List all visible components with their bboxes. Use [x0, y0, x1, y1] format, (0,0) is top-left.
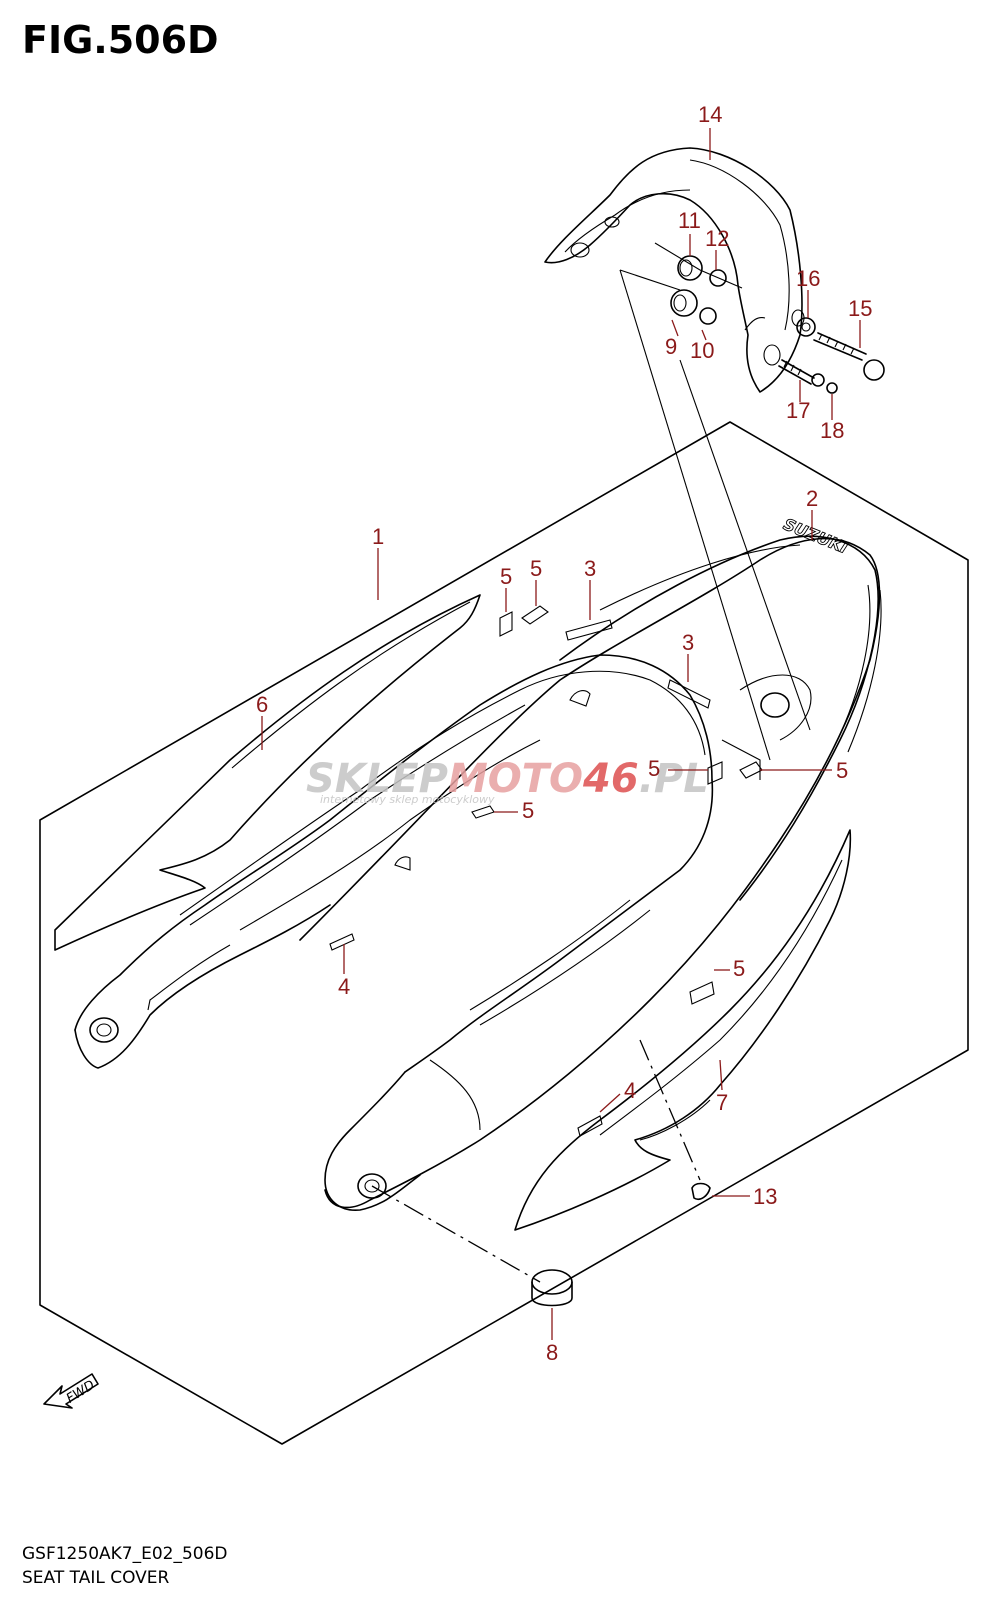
seat-tail-cover-part [74, 537, 881, 1211]
callout-2: 2 [806, 486, 818, 511]
grab-rail-part [544, 147, 805, 393]
tail-cap-part: SUZUKI [559, 514, 882, 901]
callout-4-b: 4 [624, 1078, 636, 1103]
side-cover-left-part [54, 594, 481, 951]
callout-6: 6 [256, 692, 268, 717]
collar-9 [670, 289, 698, 317]
clip-13 [691, 1182, 711, 1201]
figure-title: FIG.506D [22, 18, 219, 62]
callout-15: 15 [848, 296, 872, 321]
collar-10 [699, 307, 717, 325]
guide-line-clip [639, 1039, 701, 1181]
bolt-15 [813, 332, 885, 381]
assembly-boundary [39, 421, 969, 1445]
svg-text:SKLEPMOTO46.PL: SKLEPMOTO46.PL [306, 756, 709, 802]
callout-12: 12 [705, 226, 729, 251]
callout-18: 18 [820, 418, 844, 443]
watermark-part2: MOTO [448, 756, 583, 802]
callout-5-f: 5 [733, 956, 745, 981]
callout-5-d: 5 [836, 758, 848, 783]
guide-line-b [654, 242, 743, 289]
callout-5-a: 5 [500, 564, 512, 589]
collar-12 [709, 269, 727, 287]
label-stickers [329, 605, 763, 1137]
fwd-label: FWD [64, 1378, 98, 1407]
callout-3-b: 3 [682, 630, 694, 655]
callout-17: 17 [786, 398, 810, 423]
callout-8: 8 [546, 1340, 558, 1365]
washer-16 [796, 317, 816, 337]
callout-1: 1 [372, 524, 384, 549]
callout-7: 7 [716, 1090, 728, 1115]
watermark-part4: .PL [639, 756, 709, 802]
callout-13: 13 [753, 1184, 777, 1209]
nut-18 [826, 382, 838, 394]
watermark-tagline: internetowy sklep motocyklowy [320, 793, 495, 806]
leader-lines [261, 128, 861, 1340]
watermark: SKLEPMOTO46.PL internetowy sklep motocyk… [306, 756, 709, 806]
collar-11 [677, 255, 703, 281]
bolt-17 [778, 359, 825, 387]
callout-5-e: 5 [522, 798, 534, 823]
model-code: GSF1250AK7_E02_506D [22, 1544, 228, 1564]
grommet-8 [531, 1269, 573, 1307]
watermark-part3: 46 [582, 756, 639, 802]
callouts: 14 11 12 16 15 9 10 17 18 2 1 5 5 3 3 6 … [256, 102, 872, 1365]
guide-line-grommet [371, 1185, 541, 1283]
callout-10: 10 [690, 338, 714, 363]
callout-11: 11 [678, 208, 701, 233]
callout-16: 16 [796, 266, 820, 291]
guide-line-left [619, 269, 771, 761]
fwd-arrow-icon: FWD [43, 1373, 99, 1409]
callout-9: 9 [665, 334, 677, 359]
callout-4-a: 4 [338, 974, 350, 999]
guide-line-right [679, 359, 811, 731]
callout-14: 14 [698, 102, 722, 127]
brand-logo: SUZUKI [781, 514, 851, 557]
callout-5-b: 5 [530, 556, 542, 581]
side-cover-right-part [514, 829, 852, 1231]
watermark-part1: SKLEP [306, 756, 448, 802]
callout-3-a: 3 [584, 556, 596, 581]
guide-line-top [619, 269, 681, 291]
callout-5-c: 5 [648, 756, 660, 781]
figure-name: SEAT TAIL COVER [22, 1568, 170, 1588]
